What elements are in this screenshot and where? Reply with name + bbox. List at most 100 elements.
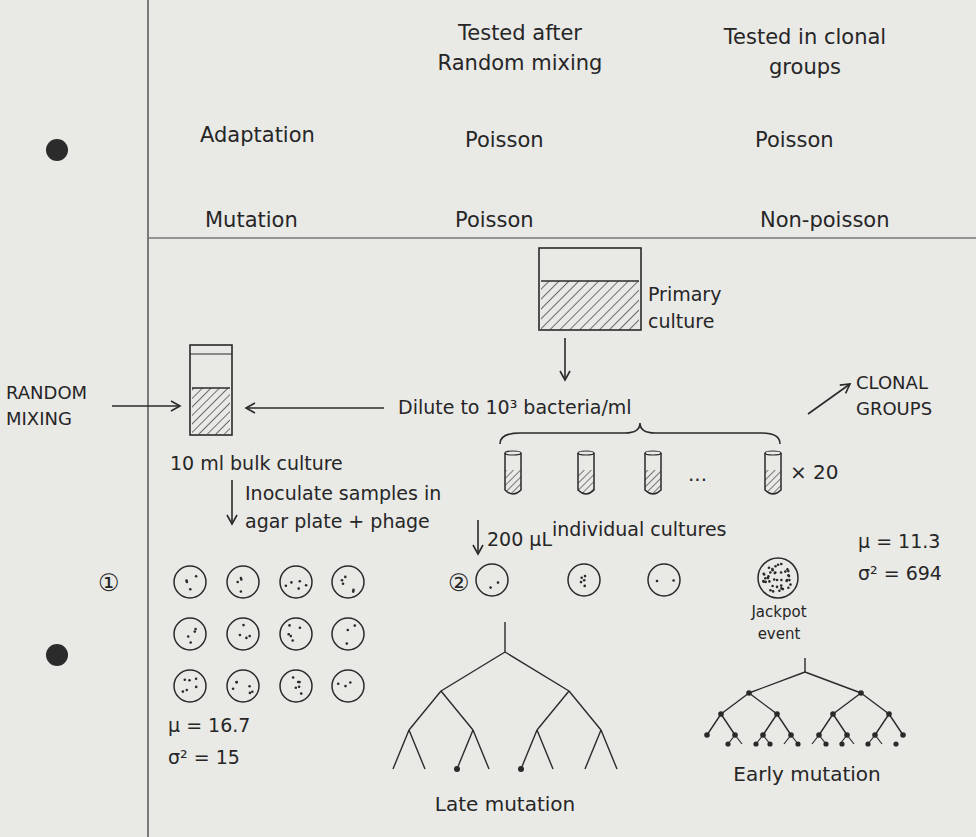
tree-branch — [585, 730, 601, 769]
colony — [290, 635, 293, 638]
tree-branch — [840, 735, 847, 744]
colony — [788, 579, 791, 582]
note-text: RANDOM MIXING — [6, 380, 106, 432]
colony — [768, 580, 771, 583]
note-text: individual cultures — [552, 516, 727, 544]
colony — [774, 571, 777, 574]
tree-branch — [784, 735, 791, 744]
colony — [248, 635, 251, 638]
colony — [291, 639, 294, 642]
agar-plate — [568, 564, 600, 596]
agar-plate — [758, 558, 798, 598]
colony — [187, 635, 190, 638]
colony — [186, 581, 189, 584]
tree-branch — [889, 714, 903, 735]
colony — [347, 629, 350, 632]
tree-branch — [805, 672, 861, 693]
colony — [489, 586, 492, 589]
agar-plate — [227, 670, 259, 702]
colony — [251, 691, 254, 694]
tube-outline — [578, 453, 594, 494]
tree-branch — [861, 693, 889, 714]
colony — [186, 689, 189, 692]
colony — [182, 690, 185, 693]
tube-rim — [578, 451, 594, 455]
colony — [769, 589, 772, 592]
note-text: × 20 — [790, 458, 839, 487]
note-text: μ = 16.7 — [168, 712, 250, 740]
note-text: ① — [98, 566, 120, 601]
colony — [297, 681, 300, 684]
colony — [344, 576, 347, 579]
tree-branch — [763, 714, 777, 735]
tree-branch — [756, 735, 763, 744]
tree-branch — [819, 714, 833, 735]
colony — [780, 584, 783, 587]
culture-liquid — [192, 388, 230, 434]
mutation-dot — [718, 711, 724, 717]
colony — [772, 590, 775, 593]
colony — [767, 577, 770, 580]
tree-branch — [735, 735, 742, 744]
colony — [763, 573, 766, 576]
agar-plate — [332, 566, 364, 598]
agar-plate — [174, 670, 206, 702]
colony — [299, 580, 302, 583]
tube-liquid — [505, 470, 521, 494]
colony — [288, 624, 291, 627]
colony — [189, 588, 192, 591]
colony — [780, 563, 783, 566]
colony — [341, 579, 344, 582]
tree-branch — [819, 735, 826, 744]
tree-branch — [728, 735, 735, 744]
mutation-dot — [886, 711, 892, 717]
agar-plate — [227, 618, 259, 650]
mutation-dot — [893, 741, 898, 746]
tree-branch — [847, 735, 854, 744]
tree-branch — [505, 652, 569, 691]
colony — [776, 586, 779, 589]
colony — [232, 688, 235, 691]
note-text: Dilute to 10³ bacteria/ml — [398, 394, 632, 422]
mutation-dot — [518, 766, 524, 772]
culture-liquid — [541, 281, 639, 330]
tree-branch — [409, 691, 441, 730]
tree-branch — [569, 691, 601, 730]
tree-branch — [601, 730, 617, 769]
arrow — [564, 338, 566, 380]
margin-line — [147, 0, 149, 837]
colony — [771, 585, 774, 588]
arrow — [231, 480, 233, 524]
colony — [285, 584, 288, 587]
agar-plate — [332, 618, 364, 650]
colony — [295, 686, 298, 689]
colony — [248, 685, 251, 688]
agar-plate — [332, 670, 364, 702]
vessel-label: Primary culture — [648, 281, 728, 334]
note-text: ② — [448, 566, 470, 601]
colony — [240, 590, 243, 593]
colony — [774, 565, 777, 568]
tree-branch — [473, 730, 489, 769]
colony — [352, 589, 355, 592]
colony — [787, 587, 790, 590]
liquid-surface — [192, 387, 230, 388]
colony — [672, 579, 675, 582]
agar-plate — [174, 618, 206, 650]
colony — [245, 637, 248, 640]
mutation-dot — [746, 690, 752, 696]
colony — [773, 578, 776, 581]
colony — [762, 581, 765, 584]
note-text: Tested in clonal groups — [720, 22, 890, 83]
tree-branch — [721, 693, 749, 714]
colony — [297, 587, 300, 590]
vessel-label: 10 ml bulk culture — [170, 450, 400, 477]
agar-plate — [227, 566, 259, 598]
colony — [789, 583, 792, 586]
colony — [785, 580, 788, 583]
colony — [771, 569, 774, 572]
colony — [194, 630, 197, 633]
colony — [787, 574, 790, 577]
colony — [780, 579, 783, 582]
